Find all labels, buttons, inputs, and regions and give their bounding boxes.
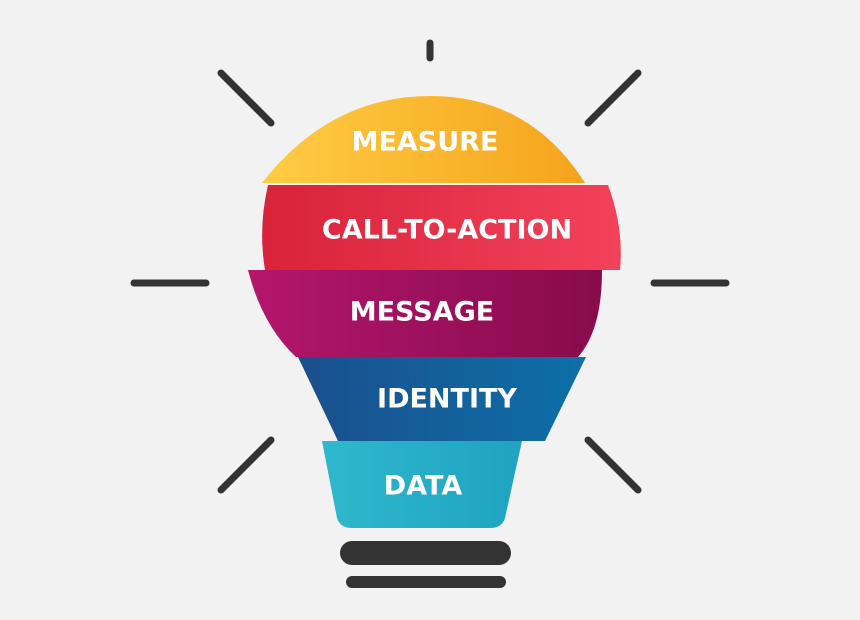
ray-upper-left [217, 69, 275, 127]
segment-message [248, 270, 602, 357]
segment-call-to-action [262, 185, 621, 270]
label-message: MESSAGE [350, 297, 495, 328]
segment-identity [298, 357, 586, 441]
ray-lower-right [584, 436, 642, 494]
bulb-base [340, 541, 511, 588]
base-bar-bottom [346, 576, 506, 588]
segment-labels: MEASURE CALL-TO-ACTION MESSAGE IDENTITY … [322, 127, 572, 502]
light-rays [130, 39, 730, 494]
label-data: DATA [384, 471, 463, 502]
bulb-segments [248, 96, 621, 528]
label-call-to-action: CALL-TO-ACTION [322, 215, 572, 246]
label-measure: MEASURE [352, 127, 499, 158]
label-identity: IDENTITY [377, 384, 517, 415]
base-bar-top [340, 541, 511, 565]
ray-upper-right [584, 69, 642, 127]
segment-data [322, 441, 522, 528]
ray-lower-left [217, 436, 275, 494]
segment-measure [262, 96, 585, 183]
